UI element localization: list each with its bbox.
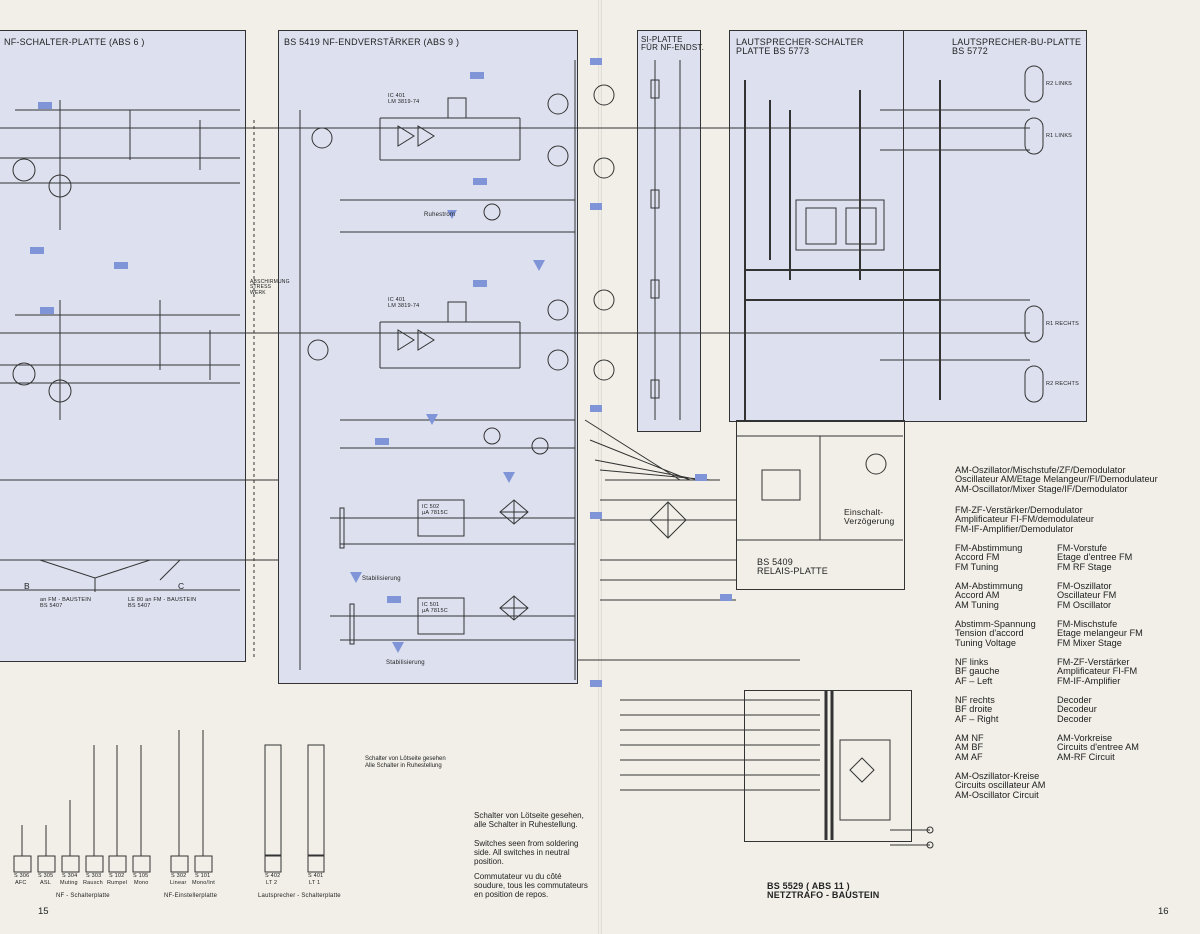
ic-label-3: IC 502 µA 7815C: [422, 504, 448, 516]
speaker-label-3: R1 RECHTS: [1046, 321, 1079, 327]
legend-item: Decoder Decodeur Decoder: [1057, 695, 1097, 724]
switch-name: LT 2: [266, 880, 278, 886]
einschalt-label: Einschalt- Verzögerung: [844, 507, 895, 526]
legend-item: Abstimm-Spannung Tension d'accord Tuning…: [955, 619, 1036, 648]
switch-name: ASL: [40, 880, 51, 886]
switch-id: S 102: [109, 873, 125, 879]
board-title-netztrafo: BS 5529 ( ABS 11 ) NETZTRAFO - BAUSTEIN: [767, 881, 880, 901]
switch-id: S 304: [62, 873, 78, 879]
board-title-si-platte: SI-PLATTE FÜR NF-ENDST.: [641, 35, 705, 53]
switch-name: AFC: [15, 880, 27, 886]
stabilisierung-label-2: Stabilisierung: [386, 660, 425, 666]
switch-name: LT 1: [309, 880, 321, 886]
legend-item: FM-ZF-Verstärker Amplificateur FI-FM FM-…: [1057, 657, 1138, 686]
board-nf-endverstaerker: [278, 30, 578, 684]
legend-item: AM NF AM BF AM AF: [955, 733, 984, 762]
switch-id: S 101: [195, 873, 211, 879]
page-fold: [598, 0, 602, 934]
switch-name: Muting: [60, 880, 78, 886]
switch-id: S 105: [133, 873, 149, 879]
ruhestrom-label: Ruhestrom: [424, 212, 456, 218]
switch-id: S 303: [86, 873, 102, 879]
legend-item: NF links BF gauche AF – Left: [955, 657, 1000, 686]
fm-baustein-label: an FM - BAUSTEIN BS 5407: [40, 597, 92, 609]
legend-item: AM-Oszillator/Mischstufe/ZF/Demodulator …: [955, 465, 1158, 494]
switch-name: Linear: [170, 880, 187, 886]
ic-label-4: IC 501 µA 7815C: [422, 602, 448, 614]
switch-name: Mono: [134, 880, 149, 886]
page-number-left: 15: [38, 906, 49, 917]
switch-name: Mono/Int: [192, 880, 216, 886]
board-si-platte: [637, 30, 701, 432]
legend-item: FM-Abstimmung Accord FM FM Tuning: [955, 543, 1023, 572]
switch-note-small: Schalter von Lötseite gesehen Alle Schal…: [365, 756, 446, 769]
board-title-nf-endverstaerker: BS 5419 NF-ENDVERSTÄRKER (ABS 9 ): [284, 37, 460, 47]
switch-id: S 302: [171, 873, 187, 879]
board-netztrafo: [744, 690, 912, 842]
point-b-label: B: [24, 581, 30, 591]
speaker-label-1: R2 LINKS: [1046, 81, 1073, 87]
switch-note-fr: Commutateur vu du côté soudure, tous les…: [474, 872, 588, 899]
switch-id: S 305: [38, 873, 54, 879]
switch-name: Rumpel: [107, 880, 128, 886]
board-title-lautsprecher-schalter: LAUTSPRECHER-SCHALTER PLATTE BS 5773: [736, 37, 864, 57]
legend-item: FM-Mischstufe Etage melangeur FM FM Mixe…: [1057, 619, 1143, 648]
board-title-nf-schalter: NF-SCHALTER-PLATTE (ABS 6 ): [4, 37, 145, 47]
legend-item: AM-Oszillator-Kreise Circuits oscillateu…: [955, 771, 1046, 800]
abschirmung-label: ABSCHIRMUNG STRESS WERK: [250, 279, 290, 296]
board-nf-schalter: [0, 30, 246, 662]
switch-group-nf-einsteller: NF-Einstellerplatte: [164, 893, 218, 899]
speaker-label-4: R2 RECHTS: [1046, 381, 1079, 387]
le80-fm-label: LE 80 an FM - BAUSTEIN BS 5407: [128, 597, 197, 609]
ic-label-1: IC 401 LM 3819-74: [388, 93, 420, 105]
legend-item: AM-Abstimmung Accord AM AM Tuning: [955, 581, 1023, 610]
board-lautsprecher-bu: [903, 30, 1087, 422]
stabilisierung-label-1: Stabilisierung: [362, 576, 401, 582]
board-title-relais: BS 5409 RELAIS-PLATTE: [757, 557, 828, 577]
switch-group-lautsprecher: Lautsprecher - Schalterplatte: [258, 893, 341, 899]
speaker-label-2: R1 LINKS: [1046, 133, 1073, 139]
board-title-lautsprecher-bu: LAUTSPRECHER-BU-PLATTE BS 5772: [952, 37, 1082, 57]
switch-note-en: Switches seen from soldering side. All s…: [474, 839, 579, 866]
legend-item: NF rechts BF droite AF – Right: [955, 695, 999, 724]
switch-note-de: Schalter von Lötseite gesehen, alle Scha…: [474, 811, 584, 829]
switch-id: S 402: [265, 873, 281, 879]
legend-item: FM-ZF-Verstärker/Demodulator Amplificate…: [955, 505, 1094, 534]
page-number-right: 16: [1158, 906, 1169, 917]
switch-group-nf-schalter: NF - Schalterplatte: [56, 893, 110, 899]
switch-id: S 306: [14, 873, 30, 879]
switch-name: Rausch: [83, 880, 103, 886]
point-c-label: C: [178, 581, 185, 591]
board-relais: [736, 420, 905, 590]
legend-item: FM-Vorstufe Etage d'entree FM FM RF Stag…: [1057, 543, 1133, 572]
legend-item: AM-Vorkreise Circuits d'entree AM AM-RF …: [1057, 733, 1139, 762]
switch-id: S 401: [308, 873, 324, 879]
ic-label-2: IC 401 LM 3819-74: [388, 297, 420, 309]
legend-item: FM-Oszillator Oscillateur FM FM Oscillat…: [1057, 581, 1117, 610]
